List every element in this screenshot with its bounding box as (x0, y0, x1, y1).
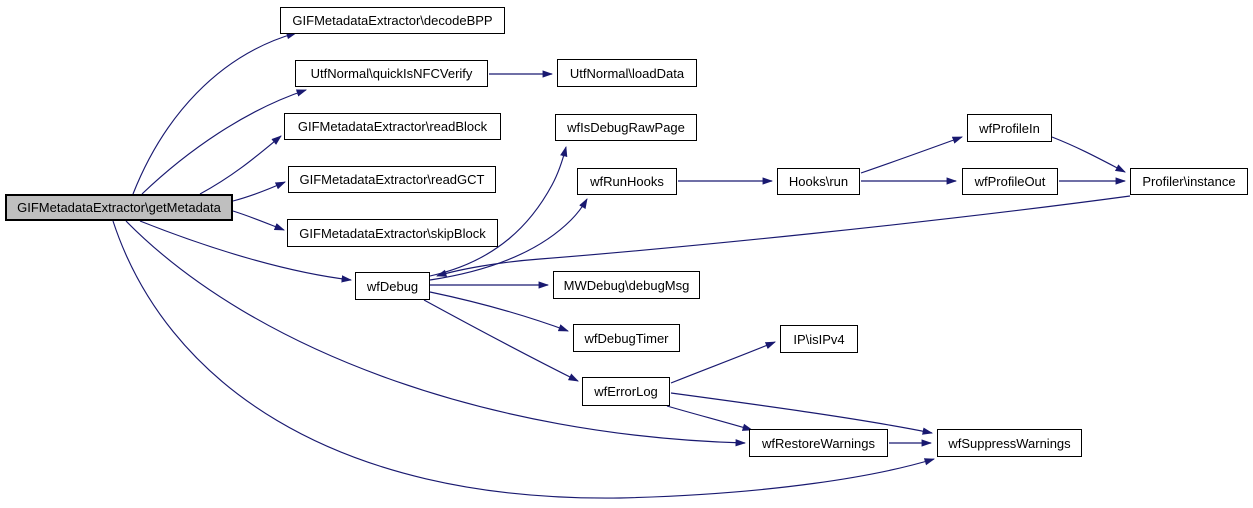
edge-wfDebug-wfErrorLog (423, 299, 579, 382)
graph-node-quickIsNFCVerify[interactable]: UtfNormal\quickIsNFCVerify (295, 60, 488, 87)
edge-hooksRun-wfProfileIn (860, 136, 963, 174)
edge-getMetadata-wfRestoreWarnings (125, 220, 747, 447)
edge-getMetadata-readGCT (232, 181, 286, 202)
graph-node-skipBlock[interactable]: GIFMetadataExtractor\skipBlock (287, 219, 498, 247)
graph-node-debugMsg[interactable]: MWDebug\debugMsg (553, 271, 700, 299)
graph-node-wfIsDebugRawPage[interactable]: wfIsDebugRawPage (555, 114, 697, 141)
graph-node-isIPv4[interactable]: IP\isIPv4 (780, 325, 858, 353)
edges (112, 32, 1131, 499)
edge-wfErrorLog-wfRestoreWarnings (666, 405, 754, 431)
graph-node-wfSuppressWarnings[interactable]: wfSuppressWarnings (937, 429, 1082, 457)
edge-wfDebug-wfIsDebugRawPage (429, 145, 568, 277)
graph-node-getMetadata[interactable]: GIFMetadataExtractor\getMetadata (5, 194, 233, 221)
graph-node-profilerInstance[interactable]: Profiler\instance (1130, 168, 1248, 195)
graph-node-readBlock[interactable]: GIFMetadataExtractor\readBlock (284, 113, 501, 140)
edge-profilerInstance-wfDebug (435, 195, 1131, 277)
graph-node-wfRestoreWarnings[interactable]: wfRestoreWarnings (749, 429, 888, 457)
edge-wfDebug-wfRunHooks (429, 198, 588, 281)
graph-node-decodeBPP[interactable]: GIFMetadataExtractor\decodeBPP (280, 7, 505, 34)
graph-node-loadData[interactable]: UtfNormal\loadData (557, 59, 697, 87)
edge-wfErrorLog-isIPv4 (670, 341, 776, 384)
graph-node-wfProfileIn[interactable]: wfProfileIn (967, 114, 1052, 142)
graph-node-readGCT[interactable]: GIFMetadataExtractor\readGCT (288, 166, 496, 193)
edge-wfDebug-wfDebugTimer (429, 291, 569, 332)
edge-getMetadata-skipBlock (232, 210, 285, 231)
edge-wfErrorLog-wfSuppressWarnings (670, 392, 934, 435)
graph-node-hooksRun[interactable]: Hooks\run (777, 168, 860, 195)
edge-wfProfileIn-profilerInstance (1051, 136, 1126, 173)
edge-getMetadata-decodeBPP (132, 32, 298, 195)
edge-getMetadata-wfDebug (139, 220, 353, 283)
graph-node-wfRunHooks[interactable]: wfRunHooks (577, 168, 677, 195)
graph-node-wfProfileOut[interactable]: wfProfileOut (962, 168, 1058, 195)
graph-node-wfDebug[interactable]: wfDebug (355, 272, 430, 300)
edge-getMetadata-readBlock (199, 135, 282, 195)
edge-getMetadata-quickIsNFCVerify (141, 89, 307, 195)
graph-node-wfDebugTimer[interactable]: wfDebugTimer (573, 324, 680, 352)
graph-node-wfErrorLog[interactable]: wfErrorLog (582, 377, 670, 406)
edge-getMetadata-wfSuppressWarnings (112, 220, 936, 499)
